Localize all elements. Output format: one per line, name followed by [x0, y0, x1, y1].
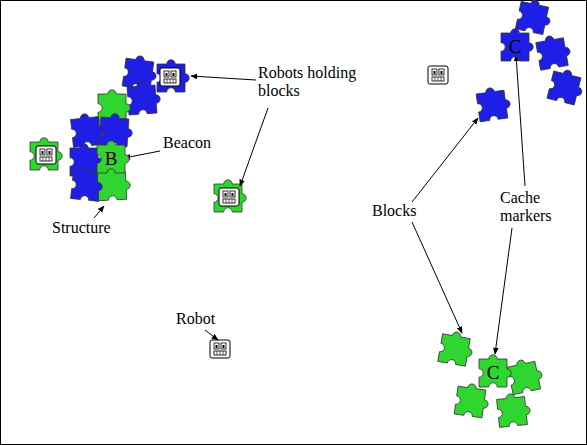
robot-mouth-line — [435, 77, 436, 81]
leader-line — [516, 55, 525, 186]
leader-line — [412, 222, 462, 333]
puzzle-block — [507, 356, 545, 394]
robot-eye — [214, 343, 219, 349]
robot-pupil — [216, 345, 218, 348]
puzzle-block — [476, 85, 512, 121]
robot-mouth-line — [217, 351, 218, 355]
robot-body — [160, 68, 180, 86]
robot-pupil — [223, 345, 225, 348]
leader-line — [240, 108, 268, 186]
leader-line — [412, 118, 478, 202]
robot-mouth-line — [438, 77, 439, 81]
robot-body — [428, 66, 448, 84]
block-letter: C — [476, 356, 510, 390]
robot-eye — [47, 149, 52, 155]
leader-line — [94, 206, 104, 218]
robot-mouth — [432, 77, 444, 81]
robot-mouth-line — [226, 199, 227, 203]
robot-eye — [439, 69, 444, 75]
callout-label-box: Structure — [52, 219, 142, 237]
robot-mouth — [223, 199, 235, 203]
robot-eye — [223, 191, 228, 197]
robot-mouth-line — [170, 79, 171, 83]
robot-mouth-line — [167, 79, 168, 83]
robot-pupil — [42, 151, 44, 154]
robot-icon — [210, 340, 230, 358]
beacon-block: B — [94, 142, 128, 176]
robot-icon — [160, 68, 180, 86]
leader-line — [191, 76, 256, 80]
block-letter: B — [94, 142, 128, 176]
callout-label: Cache markers — [500, 189, 552, 224]
leader-lines — [94, 55, 525, 354]
robot-icon — [36, 146, 56, 164]
blocks-layer — [70, 0, 586, 427]
cache-marker-block: C — [476, 356, 510, 390]
puzzle-block — [515, 0, 553, 35]
robot-mouth — [164, 79, 176, 83]
robot-mouth-line — [220, 351, 221, 355]
robot-mouth-line — [232, 199, 233, 203]
robot-pupil — [441, 71, 443, 74]
puzzle-block — [30, 138, 62, 170]
cache-marker-block: C — [498, 30, 532, 64]
callout-label-box: Blocks — [372, 202, 442, 220]
leader-line — [124, 151, 160, 158]
robot-body — [219, 188, 239, 206]
robots-layer — [30, 60, 448, 358]
robot-body — [36, 146, 56, 164]
robot-pupil — [232, 193, 234, 196]
block-letter: C — [498, 30, 532, 64]
robot-mouth — [40, 157, 52, 161]
robot-pupil — [173, 73, 175, 76]
robot-mouth — [214, 351, 226, 355]
puzzle-block — [157, 60, 189, 92]
callout-label: Robots holding blocks — [258, 64, 356, 99]
robot-mouth-line — [173, 79, 174, 83]
puzzle-block — [496, 392, 531, 427]
callout-label-box: Robots holding blocks — [258, 64, 370, 100]
puzzle-block — [547, 67, 586, 106]
robot-eye — [164, 71, 169, 77]
robot-mouth-line — [229, 199, 230, 203]
robot-mouth-line — [49, 157, 50, 161]
robot-icon — [219, 188, 239, 206]
robot-mouth-line — [223, 351, 224, 355]
robot-eye — [221, 343, 226, 349]
puzzle-block — [454, 382, 490, 418]
robot-mouth-line — [441, 77, 442, 81]
puzzle-block — [438, 330, 475, 367]
robot-pupil — [166, 73, 168, 76]
robot-icon — [428, 66, 448, 84]
robot-eye — [40, 149, 45, 155]
callout-label: Structure — [52, 219, 111, 236]
callout-label: Blocks — [372, 202, 416, 219]
leader-line — [495, 228, 512, 354]
robot-mouth-line — [43, 157, 44, 161]
robot-body — [210, 340, 230, 358]
puzzle-block — [127, 81, 161, 115]
robot-mouth-line — [46, 157, 47, 161]
puzzle-block — [535, 33, 572, 70]
callout-label: Robot — [176, 310, 215, 327]
callout-label-box: Robot — [176, 310, 236, 328]
puzzle-block — [214, 180, 246, 212]
callout-label: Beacon — [163, 134, 211, 151]
leader-line — [205, 330, 218, 340]
robot-eye — [171, 71, 176, 77]
callout-label-box: Cache markers — [500, 189, 572, 225]
puzzle-block — [99, 113, 133, 147]
robot-eye — [230, 191, 235, 197]
robot-eye — [432, 69, 437, 75]
robot-pupil — [434, 71, 436, 74]
robot-pupil — [49, 151, 51, 154]
robot-pupil — [225, 193, 227, 196]
callout-label-box: Beacon — [163, 134, 233, 152]
